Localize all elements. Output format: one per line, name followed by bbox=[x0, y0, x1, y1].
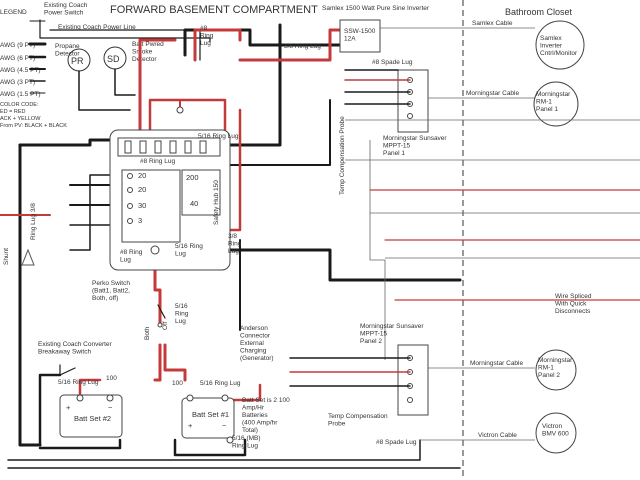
junction-node bbox=[76, 394, 84, 402]
legend-item: AWG (4.5 PT) bbox=[0, 67, 41, 74]
smoke-badge: SD bbox=[107, 54, 120, 64]
legend-item: AWG (9 PT) bbox=[0, 42, 35, 49]
battery-set-1-label: Batt Set #1 bbox=[192, 410, 229, 419]
batt-mb-lug: 5/16 (MB)Ring Lug bbox=[232, 435, 261, 449]
breaker-200: 200 bbox=[186, 173, 199, 182]
perko-switch-label: Perko Switch(Batt1, Batt2,Both, off) bbox=[92, 280, 130, 302]
batt-minus-icon: − bbox=[108, 403, 113, 412]
mppt2-cable-label: Morningstar Cable bbox=[470, 360, 523, 367]
ring-lug-posts bbox=[124, 140, 207, 154]
safety-hub-label: Safety Hub 150 bbox=[213, 180, 220, 225]
legend-item: AWG (6 PT) bbox=[0, 55, 35, 62]
victron-bmv bbox=[535, 412, 577, 454]
legend-color-code: COLOR CODE: bbox=[0, 102, 39, 108]
junction-node bbox=[186, 394, 194, 402]
power-line-label: Existing Coach Power Line bbox=[58, 24, 136, 31]
batt-num-100-b: 100 bbox=[172, 380, 183, 387]
mppt2-spade-lug: #8 Spade Lug bbox=[376, 439, 417, 446]
morningstar-remote-2 bbox=[535, 349, 577, 391]
batt-lug-right: 5/16 Ring Lug bbox=[200, 380, 241, 387]
legend-color-line: From PV: BLACK + BLACK bbox=[0, 123, 67, 129]
fuse-terminals bbox=[127, 173, 133, 224]
batt-minus-icon: − bbox=[222, 421, 227, 430]
mppt1-box bbox=[397, 69, 429, 133]
legend: LEGEND AWG (9 PT) AWG (6 PT) AWG (4.5 PT… bbox=[0, 9, 67, 129]
legend-item: AWG (1.5 PT) bbox=[0, 91, 41, 98]
batt-plus-icon: + bbox=[66, 403, 71, 412]
breaker-40: 40 bbox=[190, 199, 198, 208]
junction-node bbox=[221, 394, 229, 402]
samlex-monitor bbox=[535, 20, 585, 70]
inverter-ring-lug: 3/8 Ring Lug bbox=[284, 43, 321, 50]
battery-set-2 bbox=[59, 394, 123, 438]
victron-cable-label: Victron Cable bbox=[478, 432, 517, 439]
page-title: FORWARD BASEMENT COMPARTMENT bbox=[110, 4, 318, 16]
ring-lug-8-label: #8 Ring Lug bbox=[140, 158, 175, 165]
mppt1-spade-lug: #8 Spade Lug bbox=[372, 59, 413, 66]
fuse-20a: 20 bbox=[138, 171, 146, 180]
legend-item: AWG (3 PT) bbox=[0, 79, 35, 86]
both-label: Both bbox=[144, 326, 151, 340]
left-ring-label: Ring Lug 3/8 bbox=[30, 203, 37, 240]
propane-badge: PR bbox=[71, 56, 84, 66]
junction-node bbox=[106, 394, 114, 402]
ring-lug-516-label: 5/16 Ring Lug bbox=[198, 133, 239, 140]
perko-pivot bbox=[157, 322, 163, 328]
off-label: Off bbox=[162, 321, 169, 330]
breaker-block bbox=[181, 169, 221, 216]
fuse-3: 3 bbox=[138, 216, 142, 225]
mppt2-box bbox=[397, 344, 429, 416]
legend-title: LEGEND bbox=[0, 9, 27, 16]
shunt-symbol bbox=[21, 248, 35, 266]
battery-set-1 bbox=[181, 397, 235, 439]
samlex-cable-label: Samlex Cable bbox=[472, 20, 513, 27]
batt-lug-left: 5/16 Ring Lug bbox=[58, 379, 99, 386]
shunt-label: Shunt bbox=[3, 248, 10, 265]
mppt1-cable-label: Morningstar Cable bbox=[466, 90, 519, 97]
mppt1-temp-probe: Temp Compensation Probe bbox=[339, 116, 346, 195]
perko-switch-symbol bbox=[157, 304, 166, 319]
junction-node bbox=[176, 106, 184, 114]
batt-plus-icon: + bbox=[188, 421, 193, 430]
inverter-box bbox=[339, 19, 381, 53]
fuse-30: 30 bbox=[138, 201, 146, 210]
fuse-20b: 20 bbox=[138, 185, 146, 194]
breakaway-switch-symbol bbox=[59, 364, 76, 376]
batt-num-100-a: 100 bbox=[106, 375, 117, 382]
legend-color-line: ACK + YELLOW bbox=[0, 116, 41, 122]
junction-node bbox=[150, 245, 160, 255]
inverter-header: Samlex 1500 Watt Pure Sine Inverter bbox=[322, 5, 430, 12]
legend-color-line: ED = RED bbox=[0, 109, 26, 115]
closet-title: Bathroom Closet bbox=[505, 7, 573, 17]
solar-feed-lines bbox=[345, 119, 640, 360]
morningstar-remote-1 bbox=[533, 81, 579, 127]
junction-node bbox=[226, 436, 234, 444]
battery-set-2-label: Batt Set #2 bbox=[74, 414, 111, 423]
